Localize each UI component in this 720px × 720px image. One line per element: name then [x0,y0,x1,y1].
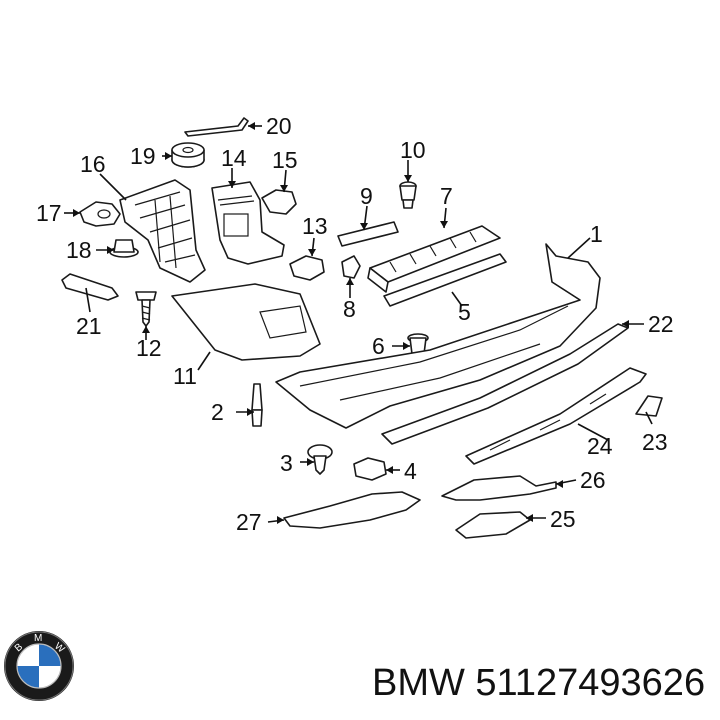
callout-19: 19 [130,143,156,169]
callout-26: 26 [580,467,606,493]
part-13-clip [289,255,325,281]
part-27-trim [283,491,421,529]
part-7-absorber [367,225,501,293]
callout-7: 7 [440,183,453,209]
callout-14: 14 [221,145,247,171]
part-14-bracket [211,181,285,265]
part-9-strip [337,221,399,247]
part-4-clip [353,457,387,481]
part-10-clip [399,181,417,209]
part-5-bar [383,253,507,307]
callout-15: 15 [272,147,298,173]
callout-4: 4 [404,458,417,484]
part-3-screw [307,444,333,475]
part-11-panel [171,283,321,361]
logo-letter-m: M [34,633,42,644]
part-1-bumper-cover [275,243,601,429]
callout-2: 2 [211,399,224,425]
part-23-bracket [635,395,663,417]
callout-numbers: 1 2 3 4 5 6 7 8 9 10 11 12 13 14 15 16 1… [36,113,674,535]
callout-18: 18 [66,237,92,263]
callout-10: 10 [400,137,426,163]
arrowheads [73,122,629,524]
part-8-clip [341,255,361,279]
callout-3: 3 [280,450,293,476]
callout-22: 22 [648,311,674,337]
part-19-grommet [171,142,205,168]
part-25-exhaust-tip [455,511,531,539]
part-21-reflector [61,273,119,301]
callout-6: 6 [372,333,385,359]
part-17-clip [79,201,121,227]
callout-27: 27 [236,509,262,535]
part-20-strip [184,117,249,137]
callout-9: 9 [360,183,373,209]
bmw-logo: B M W [4,631,74,701]
callout-1: 1 [590,221,603,247]
callout-21: 21 [76,313,102,339]
part-24-valance [465,367,647,465]
callout-20: 20 [266,113,292,139]
part-26-heat-shield [441,475,557,501]
callout-12: 12 [136,335,162,361]
callout-17: 17 [36,200,62,226]
callout-16: 16 [80,151,106,177]
part-2-bolt [251,383,263,427]
callout-8: 8 [343,296,356,322]
callout-5: 5 [458,299,471,325]
part-12-screw [135,291,157,327]
part-15-clip [261,189,297,215]
part-18-nut [109,239,139,258]
part-16-bracket [119,179,206,283]
part-22-diffuser [381,323,629,445]
part-number-label: BMW 51127493626 [372,662,706,704]
callout-25: 25 [550,506,576,532]
callout-13: 13 [302,213,328,239]
callout-24: 24 [587,433,613,459]
callout-23: 23 [642,429,668,455]
callout-11: 11 [173,363,197,389]
